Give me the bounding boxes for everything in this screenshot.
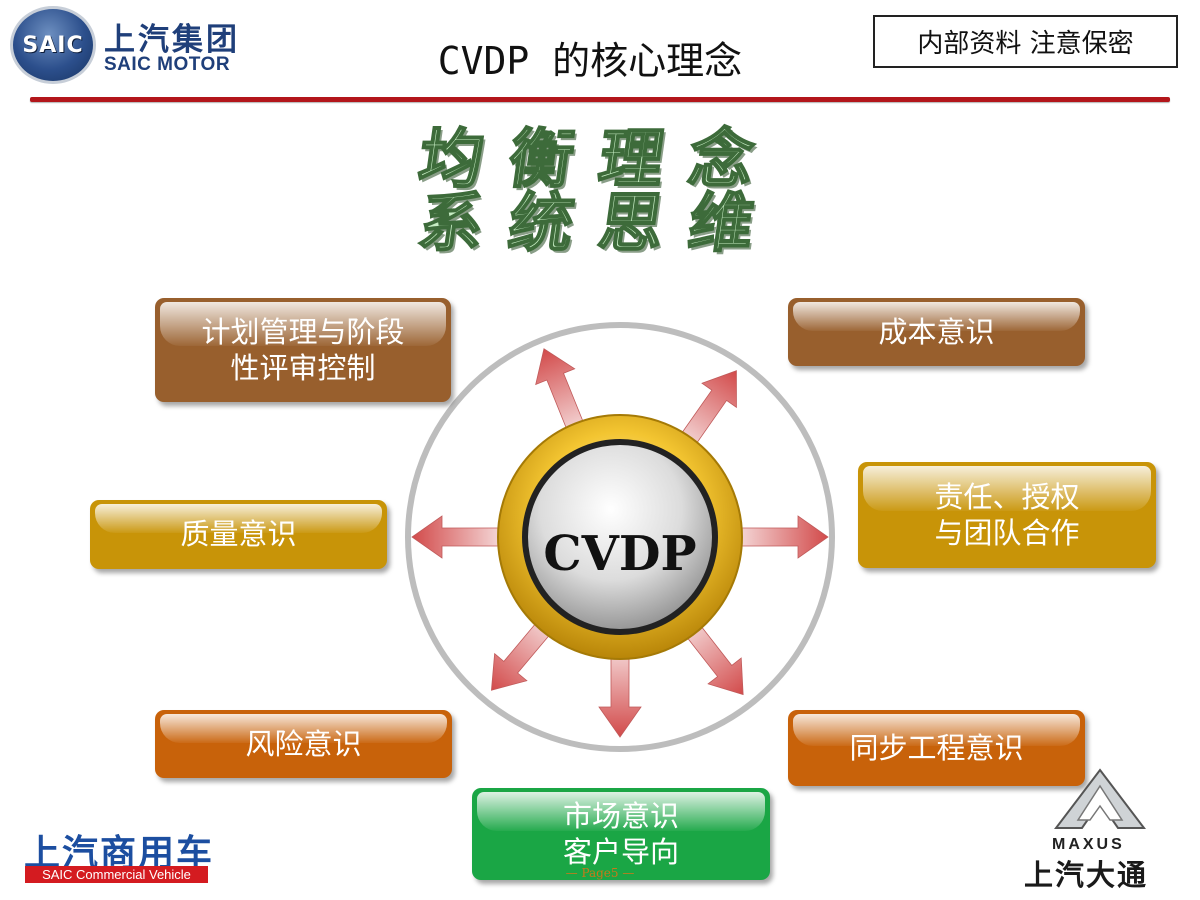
cvdp-hub-graphic: CVDP (405, 322, 835, 752)
node-responsibility: 责任、授权 与团队合作 (858, 462, 1156, 568)
node-quality-line-1: 质量意识 (180, 517, 297, 552)
saic-commercial-logo-en: SAIC Commercial Vehicle (25, 866, 208, 883)
node-cost: 成本意识 (788, 298, 1085, 366)
center-label: CVDP (543, 526, 696, 582)
node-planning-line-2: 性评审控制 (230, 351, 376, 385)
node-responsibility-line-2: 与团队合作 (934, 516, 1080, 550)
node-market: 市场意识 客户导向 (472, 788, 770, 880)
wordart-line-2: 系统思维 (413, 185, 786, 262)
node-quality: 质量意识 (90, 500, 387, 569)
arrow-down (598, 648, 642, 738)
maxus-logo-cn: 上汽大通 (1024, 858, 1149, 892)
maxus-emblem-icon (1054, 768, 1146, 829)
maxus-logo-en: MAXUS (1052, 836, 1125, 853)
node-cost-line-1: 成本意识 (878, 314, 995, 349)
page-number: — Page5 — (565, 866, 635, 880)
node-market-line-1: 市场意识 (562, 798, 679, 833)
node-risk: 风险意识 (155, 710, 452, 778)
header-divider (30, 97, 1170, 102)
outer-ring (405, 322, 835, 752)
core-disc (528, 445, 712, 629)
node-concurrent: 同步工程意识 (788, 710, 1085, 786)
saic-logo-badge: SAIC (10, 6, 96, 84)
node-responsibility-line-1: 责任、授权 (934, 479, 1080, 514)
node-concurrent-line-1: 同步工程意识 (849, 730, 1024, 765)
brand-name-cn: 上汽集团 (104, 22, 240, 58)
node-planning-line-1: 计划管理与阶段 (201, 314, 405, 349)
saic-logo-text: SAIC (22, 32, 84, 58)
node-market-line-2: 客户导向 (562, 835, 679, 869)
node-planning: 计划管理与阶段 性评审控制 (155, 298, 451, 402)
arrow-right (739, 515, 829, 559)
brand-name-en: SAIC MOTOR (104, 54, 231, 75)
slide-title: CVDP 的核心理念 (437, 39, 743, 83)
arrow-left (411, 515, 501, 559)
confidential-label: 内部资料 注意保密 (873, 15, 1178, 68)
node-risk-line-1: 风险意识 (245, 726, 362, 761)
